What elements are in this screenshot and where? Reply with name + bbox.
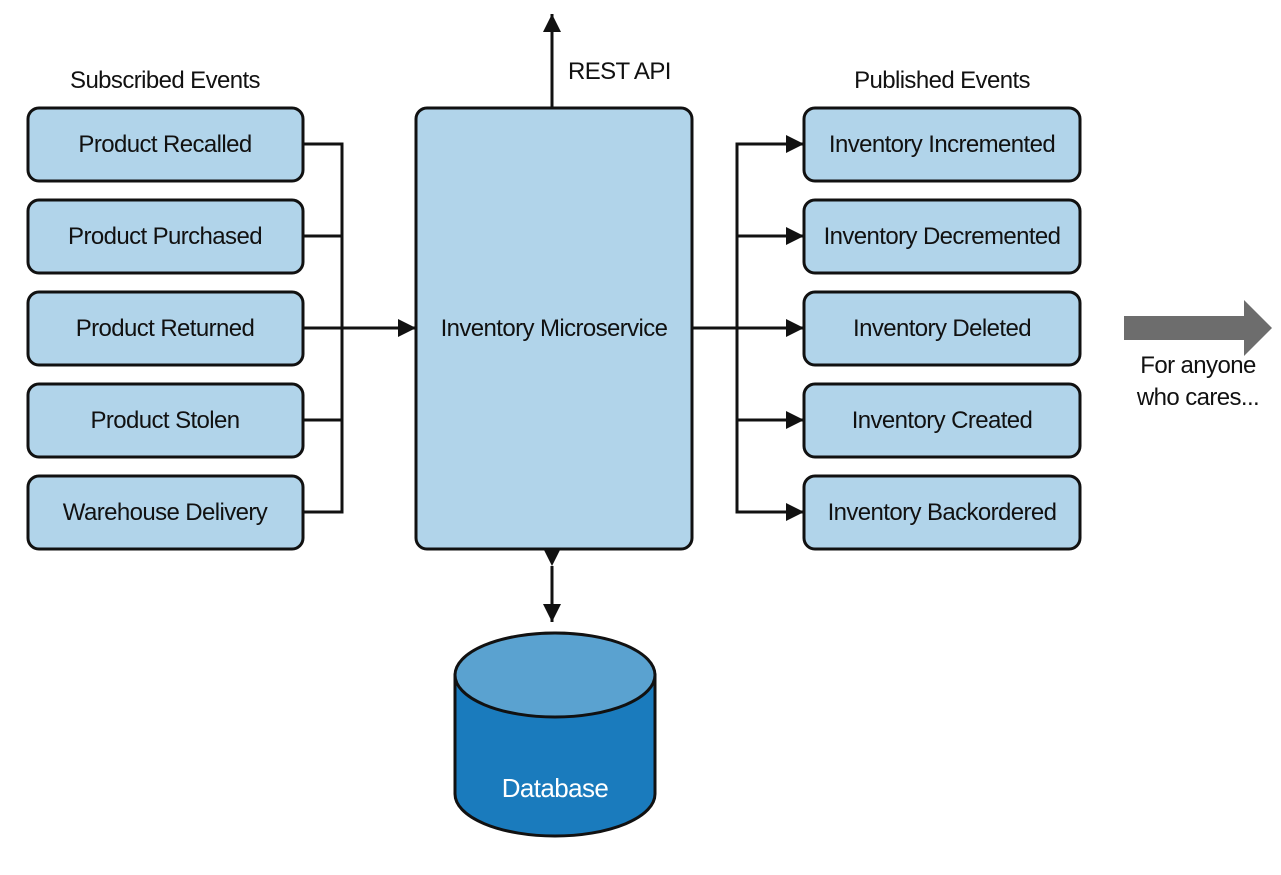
audience-line-1: For anyone <box>1140 352 1256 379</box>
published-event-inventory-backordered: Inventory Backordered <box>802 474 1082 551</box>
subscribed-event-product-purchased: Product Purchased <box>26 198 305 275</box>
published-event-label: Inventory Deleted <box>853 315 1031 342</box>
subscribed-event-label: Product Returned <box>76 315 255 342</box>
published-event-inventory-decremented: Inventory Decremented <box>802 198 1082 275</box>
subscribed-event-product-recalled: Product Recalled <box>26 106 305 183</box>
inbound-connectors <box>303 142 344 514</box>
published-event-label: Inventory Created <box>852 407 1033 434</box>
outbound-connectors <box>692 142 739 514</box>
published-event-label: Inventory Incremented <box>829 131 1055 158</box>
database-cylinder-icon: Database <box>453 631 657 838</box>
subscribed-event-product-stolen: Product Stolen <box>26 382 305 459</box>
subscribed-event-label: Product Recalled <box>78 131 251 158</box>
subscribed-events-heading: Subscribed Events <box>70 67 261 94</box>
published-event-label: Inventory Decremented <box>824 223 1061 250</box>
subscribed-event-product-returned: Product Returned <box>26 290 305 367</box>
microservice-label: Inventory Microservice <box>441 315 668 342</box>
published-events-heading: Published Events <box>854 67 1030 94</box>
inventory-microservice-box: Inventory Microservice <box>414 106 694 551</box>
subscribed-event-label: Product Purchased <box>68 223 262 250</box>
database-label: Database <box>502 773 609 803</box>
subscribed-event-label: Product Stolen <box>90 407 239 434</box>
published-event-inventory-created: Inventory Created <box>802 382 1082 459</box>
published-event-inventory-incremented: Inventory Incremented <box>802 106 1082 183</box>
audience-line-2: who cares... <box>1136 384 1259 411</box>
subscribed-event-warehouse-delivery: Warehouse Delivery <box>26 474 305 551</box>
subscribed-event-label: Warehouse Delivery <box>63 499 268 526</box>
published-event-label: Inventory Backordered <box>828 499 1057 526</box>
published-event-inventory-deleted: Inventory Deleted <box>802 290 1082 367</box>
outflow-arrow-icon <box>1124 300 1272 356</box>
rest-api-label: REST API <box>568 58 671 85</box>
